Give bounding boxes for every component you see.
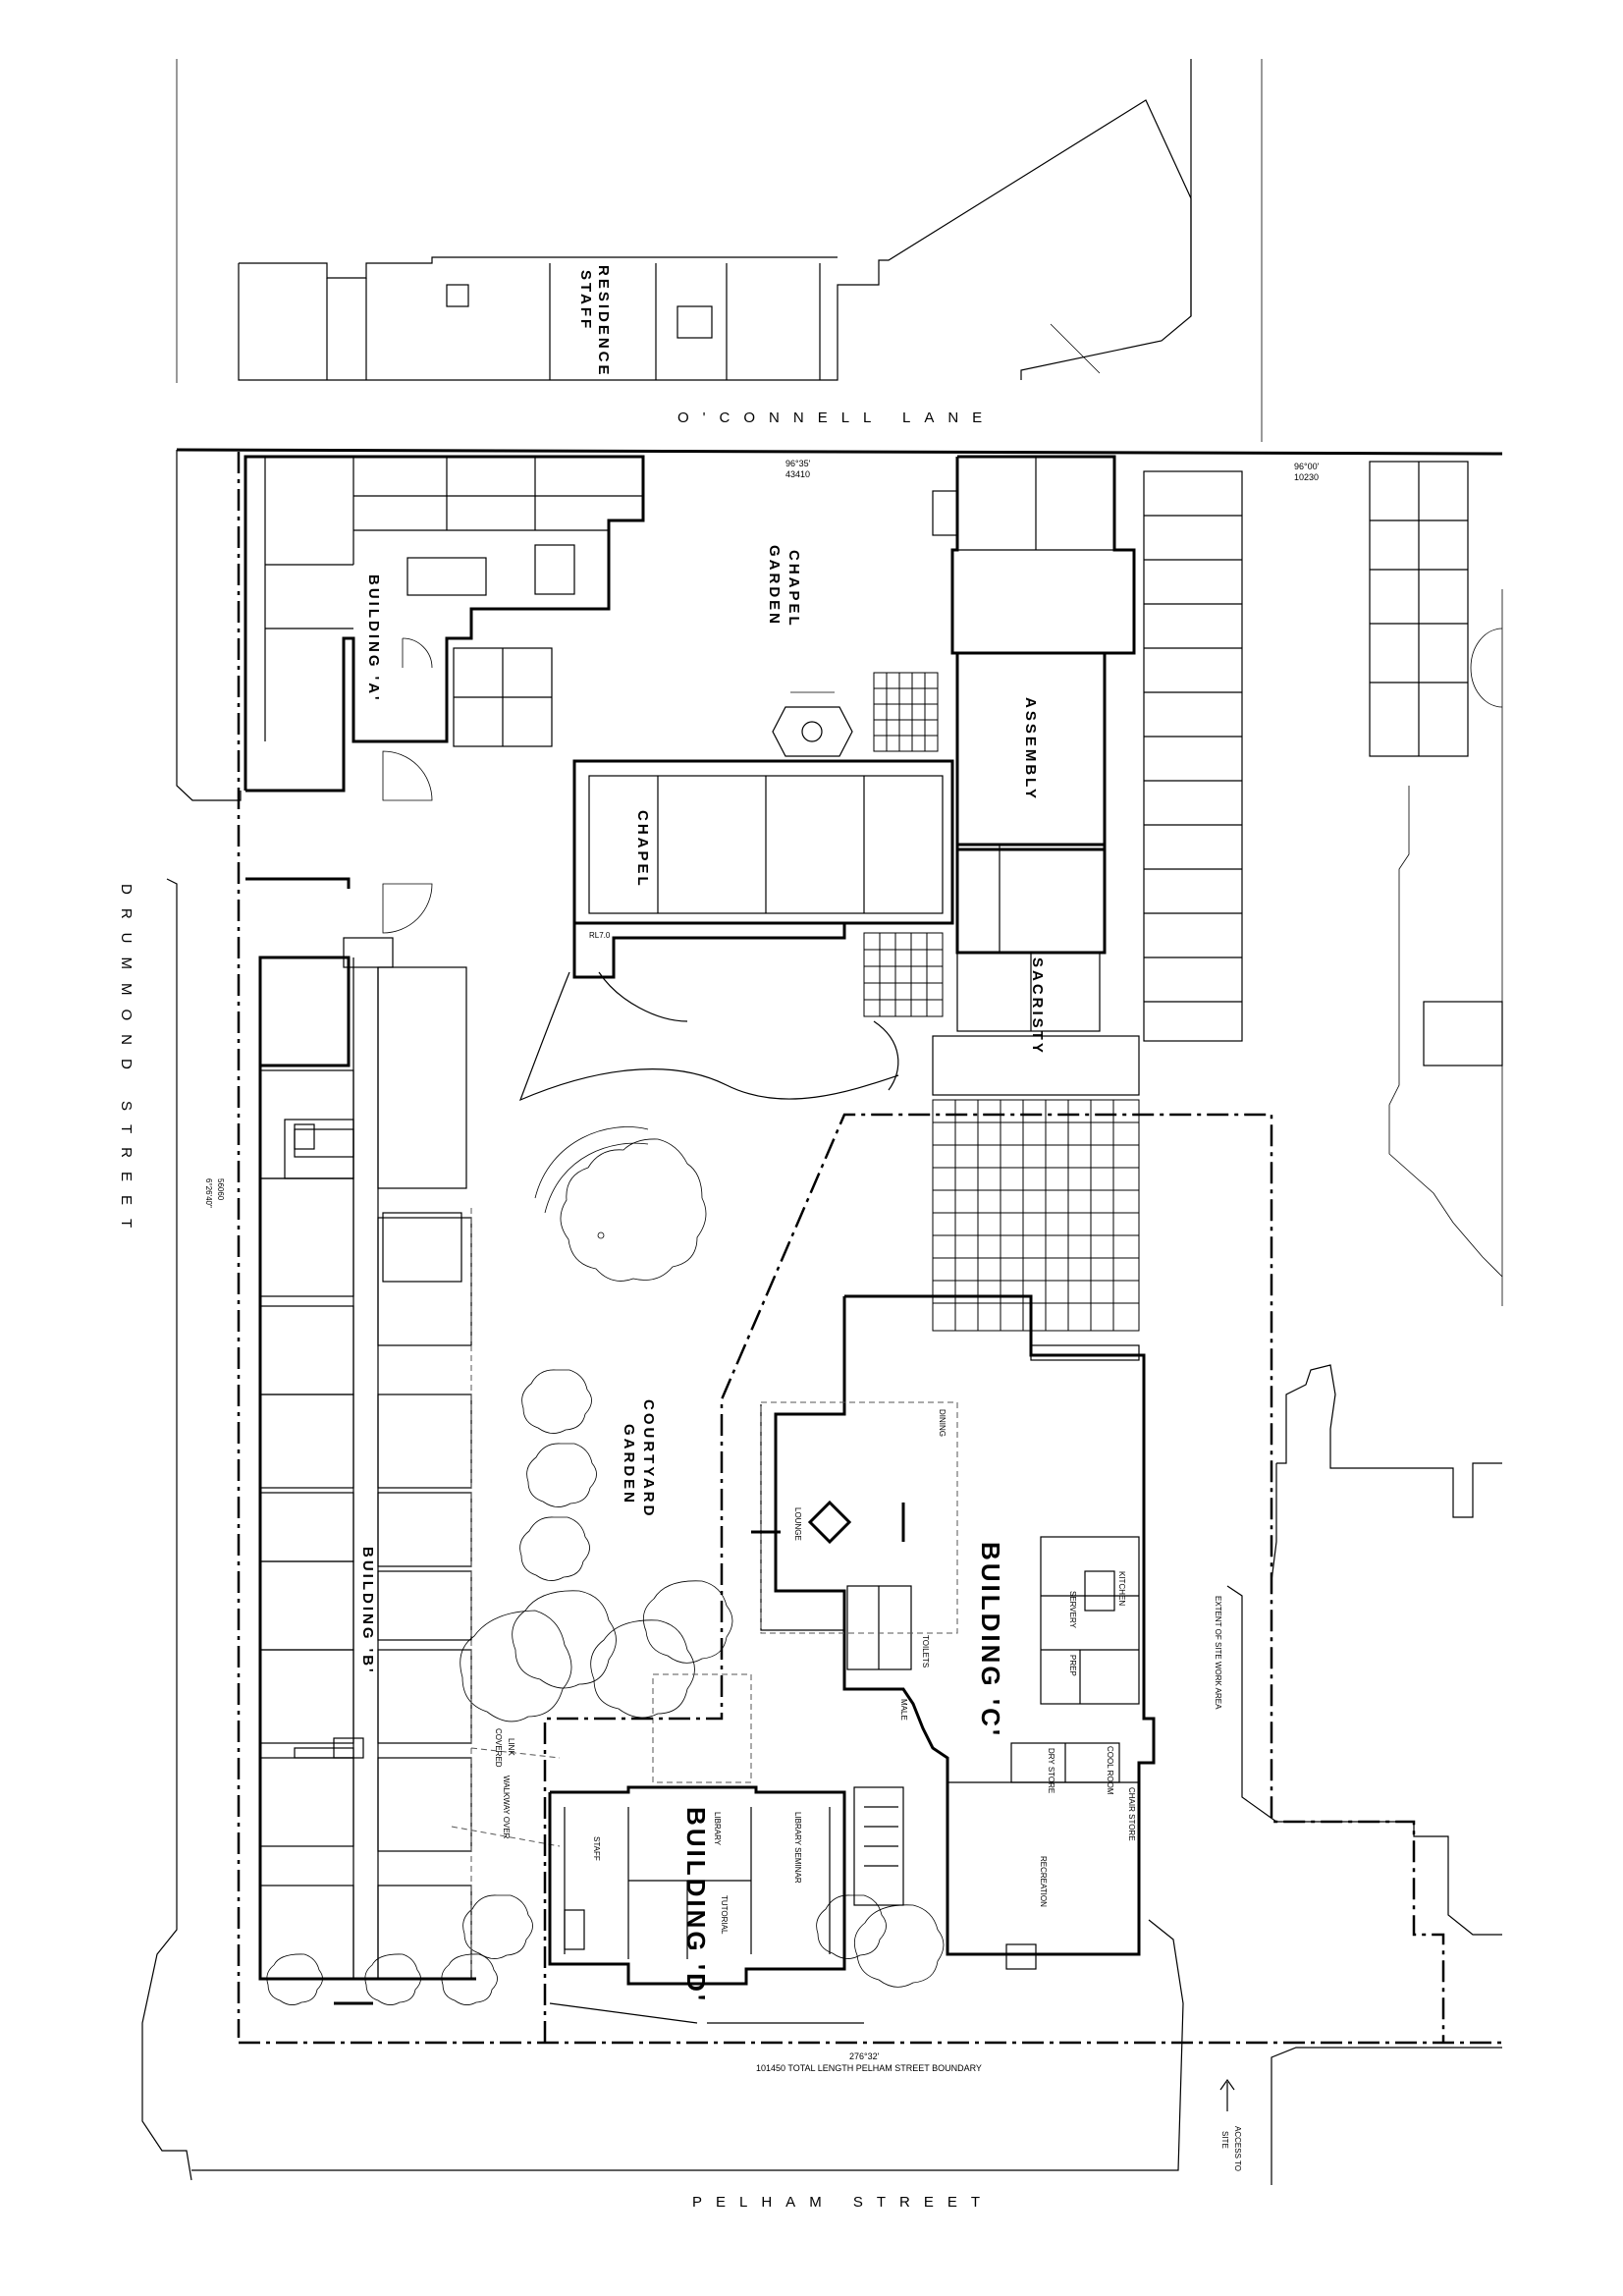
south-length: 101450 TOTAL LENGTH PELHAM STREET BOUNDA… [756,2063,982,2073]
north-bearing: 96°35' [785,459,811,468]
chapel-rl: RL7.0 [589,931,611,940]
dry-store-label: DRY STORE [1047,1748,1055,1793]
north-boundary-line [176,448,1503,456]
library-label: LIBRARY [713,1812,722,1846]
servery-label: SERVERY [1068,1591,1077,1629]
paved-grid-top [873,672,939,752]
entry-gates [245,750,433,934]
west-length: 56060 [216,1178,225,1201]
west-bearing: 6°26'40" [204,1178,213,1208]
car-park-east [1143,461,1503,1306]
tutorial-label: TUTORIAL [720,1895,729,1935]
access-to-site-label-2: SITE [1220,2131,1229,2149]
male-label: MALE [899,1699,908,1721]
courtyard-garden-label-1: COURTYARD [640,1399,657,1518]
ne-length: 10230 [1294,472,1319,482]
chapel-garden-label-2: GARDEN [766,545,783,627]
ne-bearing: 96°00' [1294,462,1320,471]
paved-grid-bottom [863,932,944,1017]
neighbouring-buildings [1226,1364,1502,1936]
curved-garden-paths [518,971,899,1214]
paved-walkway-grid [932,1035,1140,1332]
building-d [548,1785,904,1986]
lounge-label: LOUNGE [793,1507,802,1541]
building-a [243,455,645,793]
sacristy-label: SACRISTY [1029,957,1046,1056]
prep-label: PREP [1068,1655,1077,1676]
courtyard-trees [266,1138,945,2005]
dining-label: DINING [938,1409,947,1437]
access-to-site-label-1: ACCESS TO [1233,2126,1242,2171]
chapel-label: CHAPEL [634,810,651,889]
staff-residence-label-2: RESIDENCE [595,265,612,378]
chair-store-label: CHAIR STORE [1127,1787,1136,1841]
library-seminar-label: LIBRARY SEMINAR [793,1812,802,1884]
kitchen-label: KITCHEN [1117,1571,1126,1606]
dashed-outline-courtyard [652,1673,752,1783]
pelham-street-label: PELHAM STREET [692,2194,994,2211]
oconnell-lane-label: O'CONNELL LANE [677,410,996,426]
staff-residence-building [176,59,1263,442]
assembly-building [932,455,1136,1032]
covered-link-label-1: COVERED [494,1728,503,1768]
building-a-label: BUILDING 'A' [365,574,382,703]
drummond-street-label: DRUMMOND STREET [118,884,135,1241]
building-b [258,937,561,1981]
staff-label: STAFF [592,1836,601,1861]
staff-residence-label-1: STAFF [577,270,594,331]
north-length: 43410 [785,469,810,479]
chapel-building [572,691,954,979]
dashed-outline-dining [760,1401,958,1634]
building-c [751,1294,1156,1970]
south-bearing: 276°32' [849,2051,880,2061]
chapel-garden-label-1: CHAPEL [785,550,802,629]
assembly-label: ASSEMBLY [1022,697,1039,801]
building-d-label: BUILDING 'D' [681,1807,711,2003]
covered-link-label-2: LINK [507,1738,515,1756]
courtyard-garden-label-2: GARDEN [621,1424,637,1505]
pelham-street-boundary [191,1919,1502,2185]
recreation-label: RECREATION [1039,1856,1048,1907]
cool-room-label: COOL ROOM [1106,1746,1114,1795]
extent-of-site-label: EXTENT OF SITE WORK AREA [1214,1596,1222,1710]
drummond-street-kerb [141,450,242,2181]
building-b-label: BUILDING 'B' [359,1547,376,1675]
access-arrow-icon [1219,2078,1235,2111]
walkway-over-label: WALKWAY OVER [502,1776,511,1839]
toilets-label: TOILETS [921,1635,930,1667]
building-c-label: BUILDING 'C' [976,1542,1005,1738]
extent-of-site-line [543,1113,1445,2043]
